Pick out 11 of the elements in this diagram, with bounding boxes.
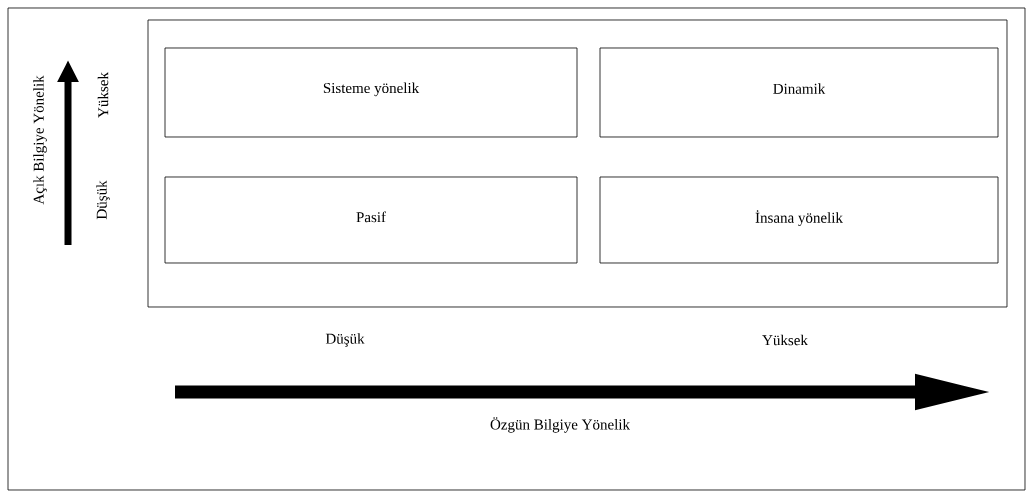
axis-label: Düşük xyxy=(325,333,365,347)
axis-label: Yüksek xyxy=(762,334,808,346)
text-box: Sisteme yönelik xyxy=(164,47,578,138)
text-box: İnsana yönelik xyxy=(599,176,999,264)
axis-label: Düşük xyxy=(96,180,110,220)
axis-label: Açık Bilgiye Yönelik xyxy=(33,75,47,205)
text-box: Pasif xyxy=(164,176,578,264)
outer-box xyxy=(147,19,1008,308)
text-box: Dinamik xyxy=(599,47,999,138)
axis-label: Özgün Bilgiye Yönelik xyxy=(490,417,630,433)
axis-label: Yüksek xyxy=(97,72,109,118)
